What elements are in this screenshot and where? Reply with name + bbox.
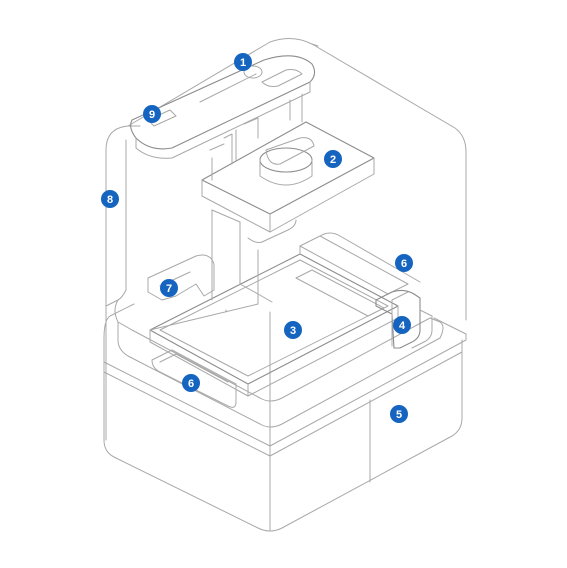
callout-3-marker xyxy=(284,321,302,339)
callout-6-right-label: 6 xyxy=(401,258,407,270)
callout-1-label: 1 xyxy=(240,57,246,69)
callout-8-marker xyxy=(101,190,119,208)
printer-base-outline xyxy=(103,303,467,532)
inner-cavity xyxy=(149,245,301,331)
callout-2-label: 2 xyxy=(330,154,336,166)
callout-3-label: 3 xyxy=(290,325,296,337)
callout-6-front: 6 xyxy=(182,374,200,392)
callout-8-label: 8 xyxy=(107,194,113,206)
callout-6-front-marker xyxy=(182,374,200,392)
callout-4: 4 xyxy=(393,316,411,334)
callout-2: 2 xyxy=(324,150,342,168)
resin-tank xyxy=(149,253,399,408)
callout-9-marker xyxy=(143,105,161,123)
callout-9-label: 9 xyxy=(149,109,155,121)
callout-4-label: 4 xyxy=(399,320,406,332)
callout-9: 9 xyxy=(143,105,161,123)
callout-7: 7 xyxy=(160,279,178,297)
left-tank-clip xyxy=(147,254,215,301)
callout-7-label: 7 xyxy=(166,283,172,295)
callout-6-right: 6 xyxy=(395,254,413,272)
callout-6-front-label: 6 xyxy=(188,378,194,390)
callout-5: 5 xyxy=(390,405,408,423)
callout-6-right-marker xyxy=(395,254,413,272)
callout-2-marker xyxy=(324,150,342,168)
callout-1-marker xyxy=(234,53,252,71)
callout-1: 1 xyxy=(234,53,252,71)
callout-8: 8 xyxy=(101,190,119,208)
resin-cartridge-valve xyxy=(375,289,433,349)
callout-5-label: 5 xyxy=(396,409,402,421)
callout-7-marker xyxy=(160,279,178,297)
right-wiper-rail xyxy=(299,232,421,295)
build-platform xyxy=(201,117,375,233)
callout-3: 3 xyxy=(284,321,302,339)
top-display-bar xyxy=(130,55,316,159)
callout-4-marker xyxy=(393,316,411,334)
callout-5-marker xyxy=(390,405,408,423)
